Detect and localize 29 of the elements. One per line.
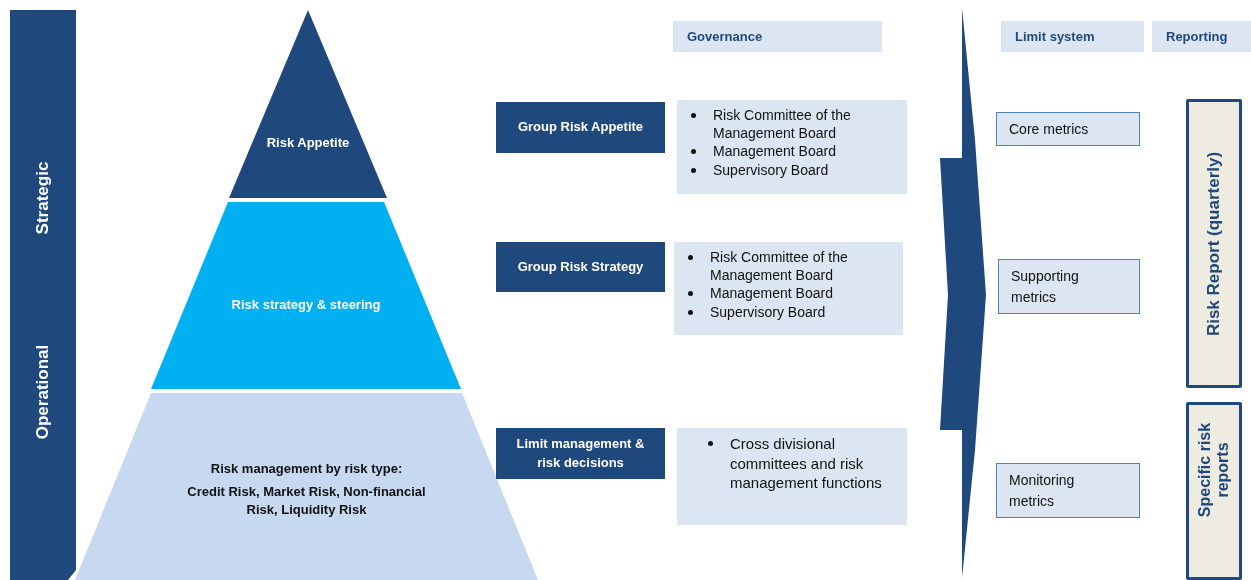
tier-label: Risk Appetite [265,134,351,153]
bullet-list-box [674,242,903,335]
process-box: Group Risk Strategy [496,242,665,292]
process-box: Group Risk Appetite [496,102,665,153]
metric-box: Core metrics [996,112,1140,146]
band-label: Strategic [33,161,53,235]
column-header: Limit system [1001,21,1144,52]
band-label: Operational [33,344,53,440]
report-box [1186,99,1242,388]
list-item: Risk Committee of the Management Board [710,249,848,284]
process-box: Limit management & risk decisions [496,428,665,479]
bullet-list-box [677,428,907,525]
tier-label: Risk management by risk type: [209,460,404,479]
list-item: Supervisory Board [713,161,829,178]
tier-text: Credit Risk, Market Risk, Non-financial Risk, Liquidity Risk [186,482,427,519]
tier-label: Risk strategy & steering [230,295,382,314]
bullet-list-box [677,100,907,194]
column-header: Reporting [1152,21,1251,52]
metric-box: Monitoring metrics [996,463,1140,518]
list-item: Management Board [713,143,836,160]
metric-box: Supporting metrics [998,259,1140,314]
list-item: Cross divisional committees and risk management functions [730,435,882,491]
list-item: Management Board [710,285,833,302]
list-item: Supervisory Board [710,303,826,320]
list-item: Risk Committee of the Management Board [713,107,851,142]
report-label: Specific risk reports [1195,422,1232,520]
column-header: Governance [673,21,882,52]
report-box [1186,402,1242,580]
report-label: Risk Report (quarterly) [1204,151,1224,336]
